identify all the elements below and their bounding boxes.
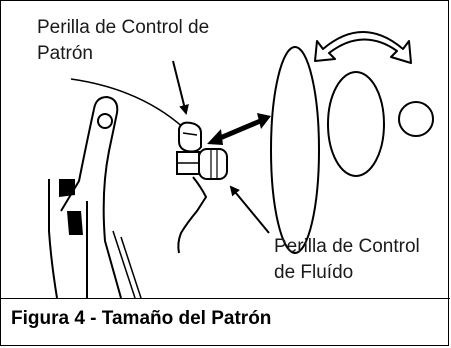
rotation-double-arrow	[314, 31, 412, 64]
spray-gun-diagram	[48, 31, 434, 298]
figure-caption: Figura 4 - Tamaño del Patrón	[11, 308, 272, 329]
fluid-control-knob-icon	[176, 148, 228, 180]
medium-pattern-ellipse	[327, 71, 385, 177]
gun-stem	[177, 176, 208, 254]
pattern-control-knob-icon	[178, 121, 202, 153]
pattern-knob-label: Perilla de Control de Patrón	[37, 15, 209, 67]
pattern-leader-curve	[70, 78, 186, 130]
spray-gun-body-icon	[48, 95, 142, 298]
caption-divider	[1, 298, 450, 299]
large-pattern-ellipse	[270, 46, 320, 254]
fluid-knob-label-line1: Perilla de Control	[274, 236, 420, 257]
fluid-knob-label: Perilla de Control de Fluído	[274, 234, 420, 286]
pattern-knob-label-line1: Perilla de Control de	[37, 17, 210, 38]
fluid-knob-label-line2: de Fluído	[274, 262, 354, 283]
horizontal-double-arrow	[207, 113, 271, 145]
fluid-knob-pointer	[229, 185, 270, 234]
small-pattern-circle	[398, 101, 434, 137]
pattern-knob-pointer	[172, 60, 189, 115]
pattern-knob-label-line2: Patrón	[37, 43, 93, 64]
